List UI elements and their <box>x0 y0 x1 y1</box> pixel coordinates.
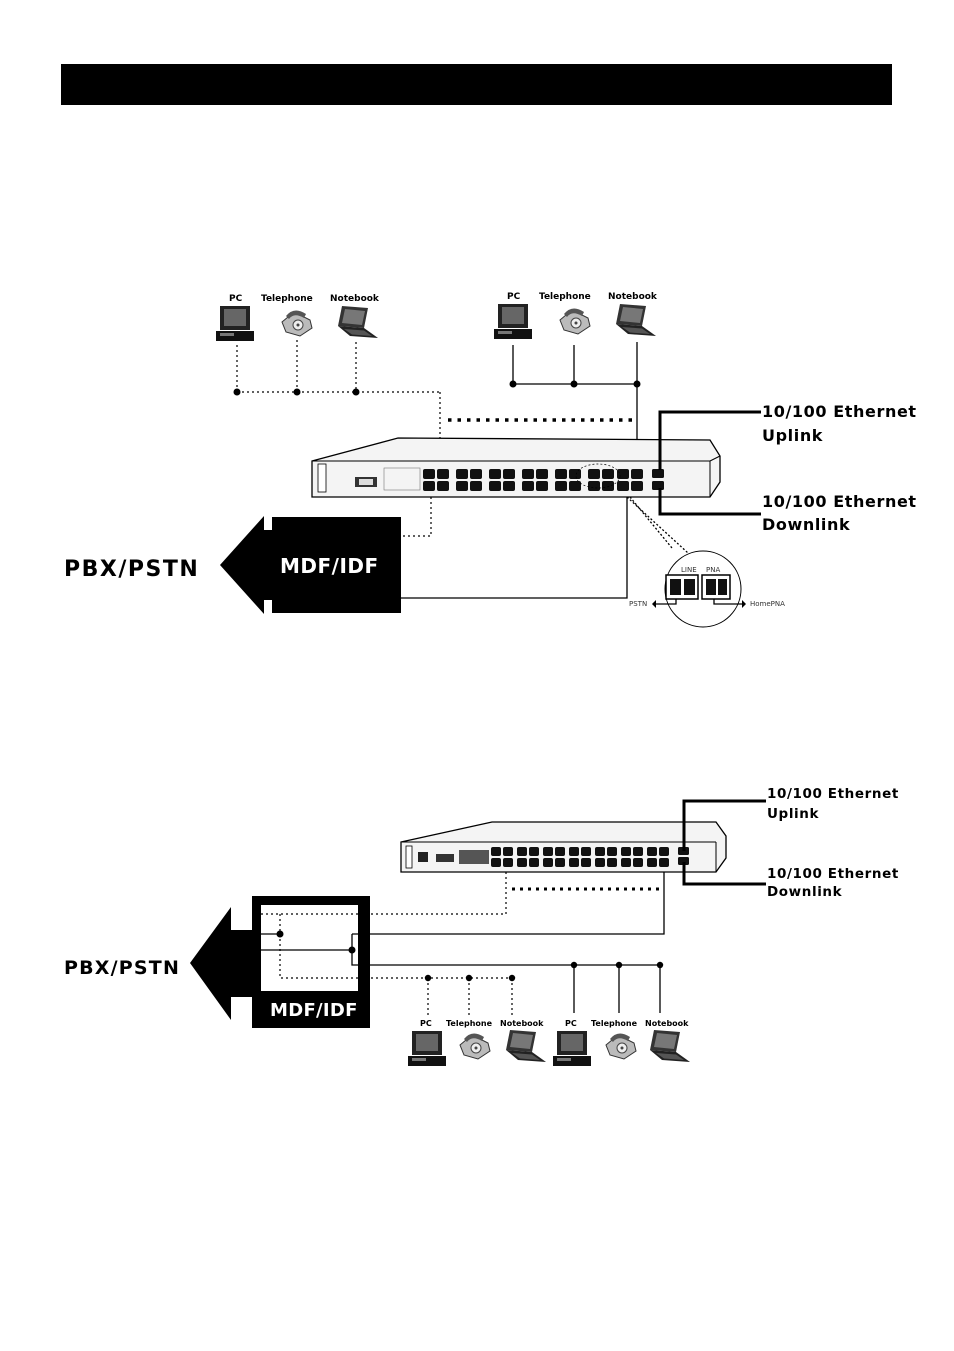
junction-dot <box>294 389 301 396</box>
diagram-2: 10/100 Ethernet Uplink 10/100 Ethernet D… <box>64 786 899 1066</box>
pc-label: PC <box>229 294 243 304</box>
downlink-title: 10/100 Ethernet <box>762 492 917 511</box>
uplink-subtitle: Uplink <box>762 426 823 445</box>
telephone-icon <box>282 310 312 336</box>
pc-icon <box>216 306 254 341</box>
junction-dot <box>353 389 360 396</box>
telephone-icon <box>606 1033 636 1059</box>
uplink-title: 10/100 Ethernet <box>762 402 917 421</box>
mdf-label: MDF/IDF <box>280 554 379 578</box>
notebook-icon <box>506 1030 546 1062</box>
pbx-pstn-label: PBX/PSTN <box>64 557 199 582</box>
pc-icon <box>408 1031 446 1066</box>
junction-dot <box>425 975 431 981</box>
notebook-label: Notebook <box>330 294 380 304</box>
junction-dot <box>234 389 241 396</box>
junction-dot <box>634 381 641 388</box>
notebook-icon <box>338 306 378 338</box>
telephone-label: Telephone <box>261 294 313 304</box>
notebook-label: Notebook <box>645 1019 689 1028</box>
junction-dot <box>571 381 578 388</box>
pc-icon <box>494 304 532 339</box>
telephone-label: Telephone <box>539 292 591 302</box>
uplink-subtitle: Uplink <box>767 806 819 822</box>
telephone-icon <box>560 308 590 334</box>
uplink-title: 10/100 Ethernet <box>767 786 899 802</box>
junction-dot <box>277 931 284 938</box>
notebook-icon <box>616 304 656 336</box>
notebook-icon <box>650 1030 690 1062</box>
notebook-label: Notebook <box>608 292 658 302</box>
mdf-label: MDF/IDF <box>270 1000 358 1021</box>
downlink-subtitle: Downlink <box>767 884 843 900</box>
mdf-idf-block: MDF/IDF <box>220 516 401 614</box>
pc-label: PC <box>507 292 521 302</box>
junction-dot <box>616 962 622 968</box>
homepna-label: HomePNA <box>750 600 785 608</box>
pc-label: PC <box>565 1019 577 1028</box>
diagram-1: PC Telephone Notebook PC Telephone Noteb… <box>64 292 917 627</box>
downlink-subtitle: Downlink <box>762 515 850 534</box>
solid-link <box>352 934 660 965</box>
solid-link <box>352 872 664 934</box>
downlink-title: 10/100 Ethernet <box>767 866 899 882</box>
pna-port-label: PNA <box>706 566 720 574</box>
pc-label: PC <box>420 1019 432 1028</box>
junction-dot <box>466 975 472 981</box>
telephone-icon <box>460 1033 490 1059</box>
pc-icon <box>553 1031 591 1066</box>
zoom-line <box>630 497 672 548</box>
junction-dot <box>571 962 577 968</box>
telephone-label: Telephone <box>446 1019 493 1028</box>
pstn-label: PSTN <box>629 600 647 608</box>
switch-chassis <box>401 822 726 872</box>
dotted-link <box>401 497 431 536</box>
port-detail: LINE PNA PSTN HomePNA <box>629 551 785 627</box>
pbx-pstn-label: PBX/PSTN <box>64 957 180 979</box>
junction-dot <box>657 962 663 968</box>
junction-dot <box>349 947 356 954</box>
notebook-label: Notebook <box>500 1019 544 1028</box>
pstn-link <box>401 497 627 598</box>
line-port-label: LINE <box>681 566 697 574</box>
telephone-label: Telephone <box>591 1019 638 1028</box>
junction-dot <box>509 975 515 981</box>
junction-dot <box>510 381 517 388</box>
